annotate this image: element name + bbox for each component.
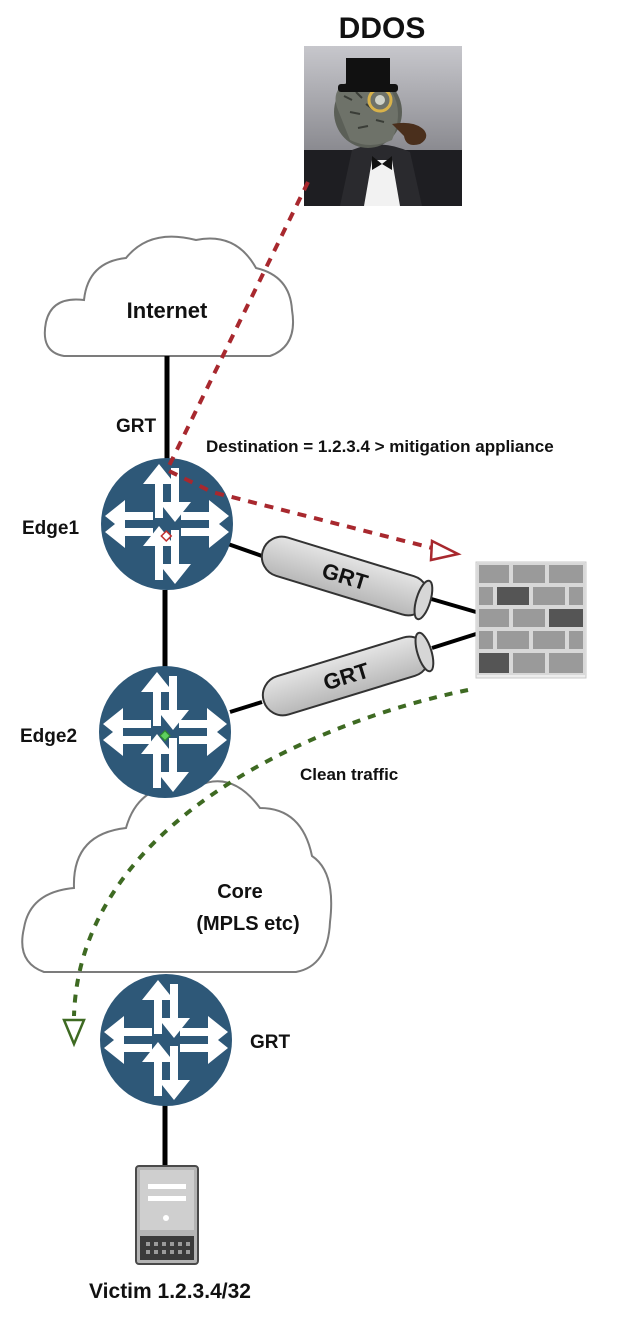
core-cloud-icon	[21, 780, 333, 973]
internet-cloud-icon	[43, 235, 294, 357]
pe-router-icon	[100, 974, 232, 1106]
attack-arrowhead-icon	[429, 539, 462, 562]
grt-top-label: GRT	[116, 416, 157, 437]
diagram-title: DDOS	[339, 12, 426, 45]
grt-bottom-label: GRT	[250, 1032, 291, 1053]
attack-traffic-path	[164, 181, 433, 550]
victim-label: Victim 1.2.3.4/32	[89, 1280, 251, 1303]
destination-label: Destination = 1.2.3.4 > mitigation appli…	[206, 437, 554, 456]
lizard-avatar-icon	[304, 46, 462, 206]
tunnel-firewall-link-upper	[427, 596, 477, 614]
grt-tunnel-upper: GRT	[260, 535, 434, 621]
clean-arrowhead-icon	[62, 1018, 86, 1048]
internet-label: Internet	[127, 298, 208, 323]
core-label: Core	[217, 881, 263, 903]
clean-traffic-path	[72, 688, 469, 1017]
edge1-label: Edge1	[22, 518, 79, 539]
firewall-icon	[475, 561, 587, 679]
core-sublabel: (MPLS etc)	[196, 913, 299, 935]
grt-tunnel-lower: GRT	[261, 631, 435, 717]
clean-traffic-label: Clean traffic	[300, 765, 398, 784]
tunnel-firewall-link-lower	[431, 632, 477, 650]
edge1-tunnel-link	[227, 542, 263, 558]
edge2-tunnel-link	[229, 700, 263, 714]
server-icon	[135, 1165, 199, 1265]
edge1-router-icon	[101, 458, 233, 590]
edge2-router-icon	[99, 666, 231, 798]
edge2-label: Edge2	[20, 726, 77, 747]
